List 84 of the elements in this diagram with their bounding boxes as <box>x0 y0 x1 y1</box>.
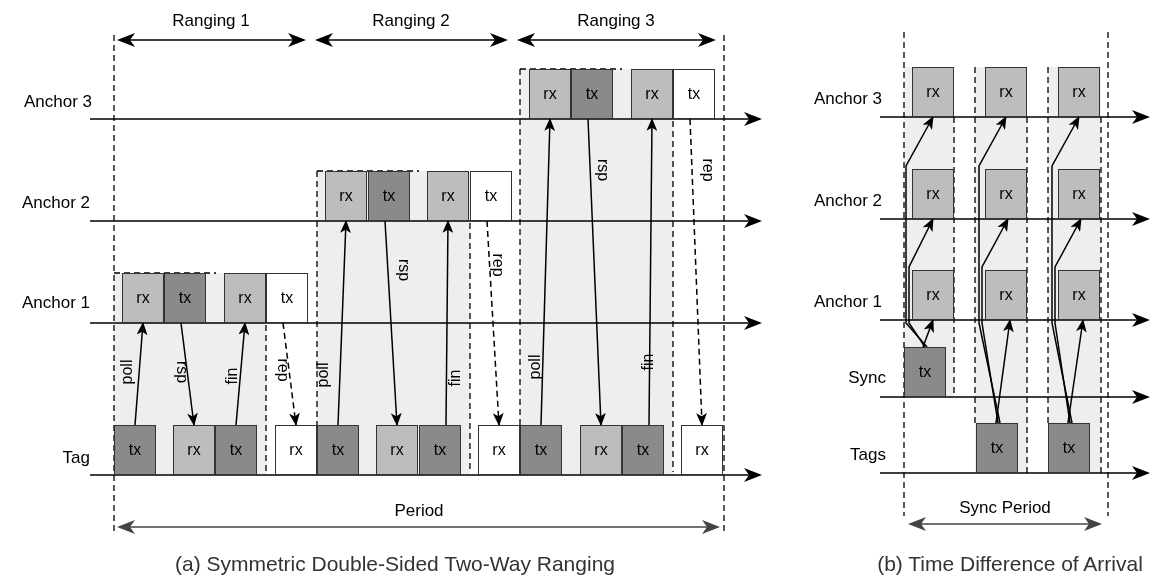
caption: (a) Symmetric Double-Sided Two-Way Ranging <box>175 552 615 574</box>
time-slot-box: rx <box>1058 169 1100 219</box>
arrow <box>978 116 1007 424</box>
time-slot-box: tx <box>1048 423 1090 473</box>
arrow <box>1054 218 1082 424</box>
time-slot-box: rx <box>173 425 215 475</box>
axis-label: Sync Period <box>959 498 1051 516</box>
axis-label: Anchor 1 <box>813 292 882 310</box>
axis-label: Anchor 1 <box>21 293 90 311</box>
axis-label: Tags <box>850 445 886 463</box>
time-slot-box: rx <box>478 425 520 475</box>
time-slot-box: rx <box>275 425 317 475</box>
arrow <box>981 218 1009 424</box>
time-slot-box: tx <box>164 273 206 323</box>
edge-label: fin <box>447 369 463 387</box>
axis-label: Period <box>394 501 444 519</box>
axis-label: Ranging 2 <box>372 11 450 29</box>
time-slot-box: tx <box>520 425 562 475</box>
axis-label: Anchor 3 <box>23 92 92 110</box>
edge-label: poll <box>315 362 331 388</box>
edge-label: poll <box>119 359 135 385</box>
time-slot-box: rx <box>912 67 954 117</box>
time-slot-box: rx <box>631 69 673 119</box>
arrow <box>540 117 556 426</box>
edge-label: rsp <box>595 158 611 182</box>
edge-label: rsp <box>396 258 412 282</box>
edge-label: rep <box>700 158 716 182</box>
time-slot-box: rx <box>580 425 622 475</box>
time-slot-box: tx <box>266 273 308 323</box>
dashed-arrow <box>486 220 504 427</box>
arrow <box>908 218 934 348</box>
arrow <box>646 117 658 426</box>
arrow <box>134 321 148 426</box>
arrow <box>1051 116 1080 424</box>
axis-label: Tag <box>62 448 90 466</box>
time-slot-box: tx <box>317 425 359 475</box>
time-slot-box: tx <box>114 425 156 475</box>
axis-label: Anchor 2 <box>813 191 882 209</box>
axis-label: Ranging 3 <box>577 11 655 29</box>
arrow <box>384 220 402 427</box>
time-slot-box: rx <box>985 270 1027 320</box>
time-slot-box: tx <box>904 347 946 397</box>
time-slot-box: tx <box>571 69 613 119</box>
arrow <box>180 322 198 427</box>
time-slot-box: rx <box>1058 270 1100 320</box>
arrow <box>235 321 250 426</box>
time-slot-box: rx <box>912 169 954 219</box>
time-slot-box: tx <box>368 171 410 221</box>
time-slot-box: tx <box>673 69 715 119</box>
time-slot-box: tx <box>419 425 461 475</box>
time-slot-box: rx <box>224 273 266 323</box>
arrow <box>905 116 934 348</box>
axis-label: Ranging 1 <box>172 11 250 29</box>
arrow <box>442 219 454 426</box>
edge-label: fin <box>224 367 240 385</box>
axis-label: Anchor 2 <box>21 193 90 211</box>
time-slot-box: rx <box>376 425 418 475</box>
time-slot-box: rx <box>912 270 954 320</box>
caption: (b) Time Difference of Arrival <box>877 552 1143 574</box>
time-slot-box: tx <box>470 171 512 221</box>
time-slot-box: rx <box>1058 67 1100 117</box>
time-slot-box: rx <box>325 171 367 221</box>
time-slot-box: rx <box>529 69 571 119</box>
time-slot-box: rx <box>985 169 1027 219</box>
time-slot-box: tx <box>976 423 1018 473</box>
arrow <box>1067 318 1087 424</box>
edge-label: rep <box>275 358 291 382</box>
time-slot-box: rx <box>122 273 164 323</box>
arrow <box>587 118 606 427</box>
time-slot-box: tx <box>622 425 664 475</box>
time-slot-box: tx <box>215 425 257 475</box>
arrow <box>995 318 1014 424</box>
dashed-arrow <box>282 322 300 427</box>
edge-label: rsp <box>174 360 190 384</box>
edge-label: rep <box>490 253 506 277</box>
arrow <box>922 319 934 348</box>
axis-label: Sync <box>848 368 886 386</box>
arrow <box>337 219 351 426</box>
edge-label: poll <box>527 354 543 380</box>
time-slot-box: rx <box>985 67 1027 117</box>
dashed-arrow <box>689 118 707 427</box>
time-slot-box: rx <box>427 171 469 221</box>
axis-label: Anchor 3 <box>813 89 882 107</box>
time-slot-box: rx <box>681 425 723 475</box>
